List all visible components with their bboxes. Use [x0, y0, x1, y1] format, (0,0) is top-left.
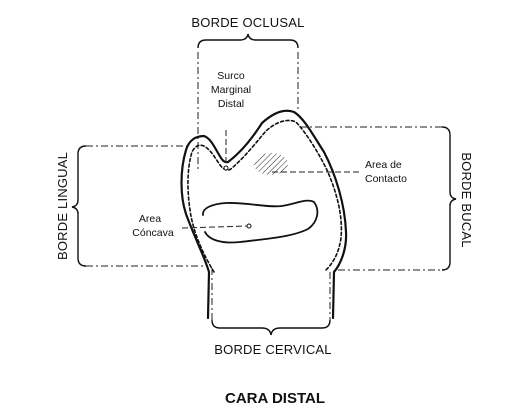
- label-contacto-2: Contacto: [365, 173, 407, 185]
- bucal-border-frame: [300, 126, 442, 271]
- inner-dashed-contour: [187, 119, 343, 273]
- cervical-bracket: [211, 319, 331, 336]
- concava-leader: [181, 225, 249, 229]
- label-borde-oclusal: BORDE OCLUSAL: [191, 15, 304, 30]
- concava-point: [246, 223, 252, 229]
- label-borde-bucal: BORDE BUCAL: [459, 152, 474, 247]
- concave-groove: [202, 199, 319, 244]
- occlusal-bracket: [197, 33, 299, 49]
- cervical-border-frame: [211, 268, 331, 320]
- occlusal-border-frame: [197, 52, 299, 170]
- bucal-bracket: [441, 126, 457, 271]
- lingual-border-frame: [86, 145, 208, 267]
- caption-cara-distal: CARA DISTAL: [225, 390, 325, 407]
- label-surco-2: Marginal: [211, 84, 251, 96]
- leader-lines: [181, 130, 360, 229]
- label-surco-3: Distal: [218, 98, 244, 110]
- brackets: [71, 33, 457, 336]
- label-contacto-1: Area de: [365, 159, 402, 171]
- label-surco-1: Surco: [217, 70, 245, 82]
- contact-area-hatch: [254, 153, 288, 175]
- label-borde-lingual: BORDE LINGUAL: [55, 152, 70, 260]
- label-borde-cervical: BORDE CERVICAL: [214, 342, 331, 357]
- surco-point: [223, 165, 229, 171]
- tooth-outline: [180, 109, 348, 320]
- lingual-bracket: [71, 145, 87, 267]
- boundary-frames: [86, 52, 442, 320]
- label-concava-1: Area: [139, 213, 161, 225]
- crown-contour: [180, 109, 348, 320]
- label-concava-2: Cóncava: [132, 227, 174, 239]
